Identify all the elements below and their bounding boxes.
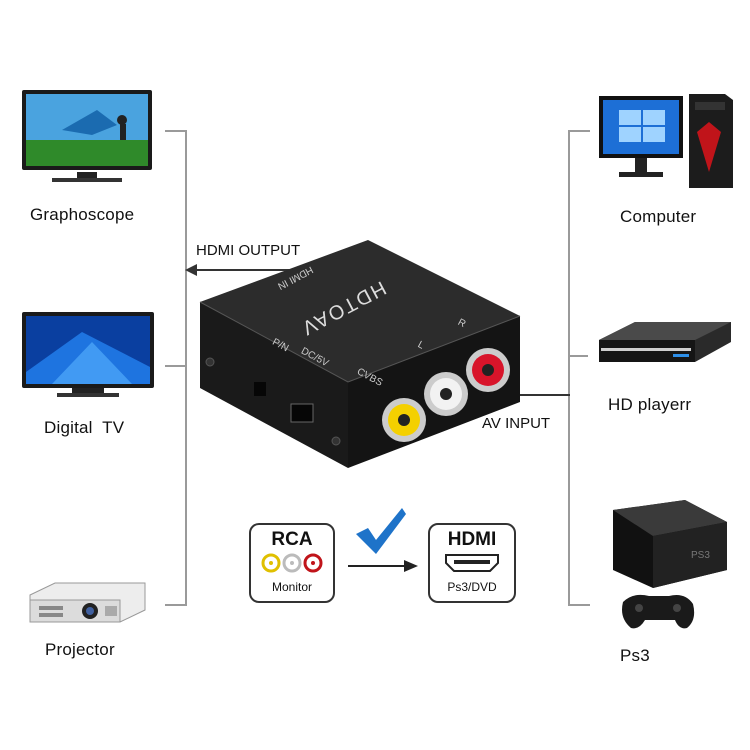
right-bracket-middle-tick: [568, 355, 588, 357]
tv-icon: [22, 90, 152, 182]
device-label-computer: Computer: [620, 207, 697, 226]
rca-monitor-box: RCA Monitor: [249, 523, 335, 603]
projector-image: [25, 580, 150, 630]
device-label-graphoscope: Graphoscope: [30, 205, 135, 224]
tv-icon: [22, 312, 154, 397]
hdmi-output-label: HDMI OUTPUT: [196, 242, 301, 259]
game-console-icon: PS3: [613, 500, 727, 629]
graphoscope-image: [22, 90, 154, 195]
hd-to-av-converter: [196, 236, 526, 477]
hd-player-image: [595, 318, 735, 379]
svg-text:PS3: PS3: [691, 550, 710, 561]
right-bracket: [568, 130, 590, 606]
rca-subtitle: Monitor: [271, 580, 312, 594]
av-input-label: AV INPUT: [482, 415, 551, 432]
rca-title: RCA: [271, 529, 313, 550]
dvd-player-icon: [599, 322, 731, 362]
computer-image: [597, 92, 737, 197]
rca-left-audio-jack: [424, 372, 468, 416]
digital-tv-image: [22, 312, 156, 407]
ps3-image: PS3: [605, 500, 731, 645]
left-bracket: [165, 130, 187, 606]
computer-icon: [599, 94, 733, 188]
left-bracket-middle-tick: [165, 365, 185, 367]
device-label-digital-tv: Digital TV: [44, 418, 125, 437]
hdmi-title: HDMI: [447, 529, 497, 550]
device-label-projector: Projector: [45, 640, 115, 659]
hdmi-port-icon: [430, 553, 514, 578]
rca-jacks-icon: [251, 553, 333, 578]
hdmi-subtitle: Ps3/DVD: [447, 580, 497, 594]
device-label-ps3: Ps3: [620, 646, 650, 665]
device-label-hd-player: HD playerr: [608, 395, 692, 414]
projector-icon: [29, 582, 146, 623]
check-icon: [354, 506, 408, 561]
hdmi-ps3-dvd-box: HDMI Ps3/DVD: [428, 523, 516, 603]
rca-video-jack: [382, 398, 426, 442]
rca-right-audio-jack: [466, 348, 510, 392]
conversion-arrow: [348, 558, 420, 579]
